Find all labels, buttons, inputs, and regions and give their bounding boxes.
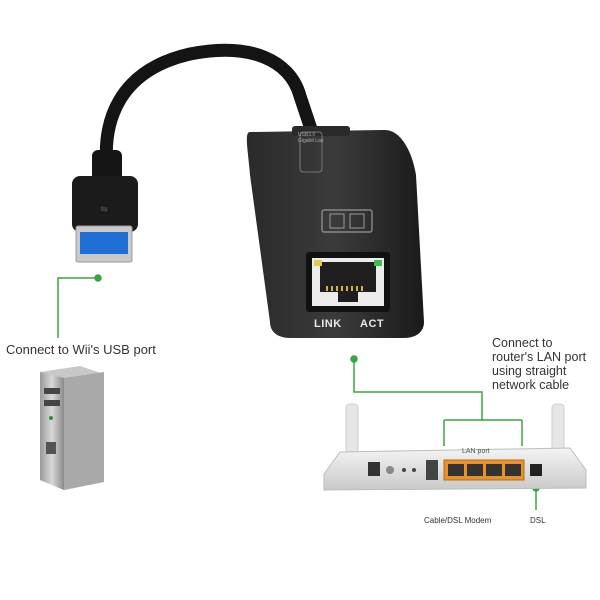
link-led-label: LINK (314, 318, 342, 330)
wifi-router-icon (323, 403, 587, 491)
lan-callout-line-4: network cable (492, 378, 570, 392)
usb-callout-label: Connect to Wii's USB port (6, 342, 156, 357)
act-led-label: ACT (360, 318, 385, 330)
ethernet-adapter-icon (246, 126, 424, 338)
lan-callout-line-3: using straight (492, 364, 567, 378)
adapter-brand-mark: USB3.0 Gigabit Lan (298, 132, 324, 144)
router-modem-label: Cable/DSL Modem (424, 516, 492, 525)
computer-tower-icon (40, 366, 104, 490)
lan-callout-line-2: router's LAN port (492, 350, 587, 364)
usb-cable (99, 43, 319, 183)
rj45-port-icon (306, 252, 390, 312)
usb-plug-icon: ⇋ (72, 150, 138, 263)
router-lan-port-label: LAN port (462, 448, 490, 455)
router-dsl-label: DSL (530, 516, 546, 525)
lan-callout-label: Connect to router's LAN port using strai… (492, 336, 598, 392)
svg-text:⇋: ⇋ (100, 204, 108, 214)
lan-callout-line-1: Connect to (492, 336, 553, 350)
usb-callout-line (57, 274, 102, 338)
